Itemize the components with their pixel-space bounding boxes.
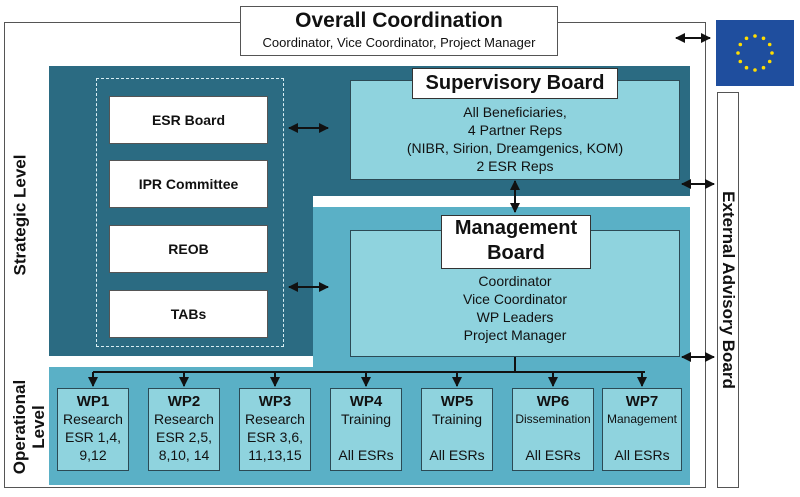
management-board-title-line1: Management (454, 217, 578, 239)
wp-line: 8,10, 14 (158, 447, 210, 463)
management-line: Vice Coordinator (462, 291, 568, 307)
eu-star (767, 42, 772, 47)
wp7-box: WP7 Management All ESRs (602, 388, 682, 471)
eu-star (738, 42, 743, 47)
wp-line: Research (63, 411, 123, 427)
wp5-box: WP5 Training All ESRs (421, 388, 493, 471)
wp6-box: WP6 Dissemination All ESRs (512, 388, 594, 471)
wp4-box: WP4 Training All ESRs (330, 388, 402, 471)
wp-title: WP1 (76, 393, 110, 410)
wp-title: WP2 (167, 393, 201, 410)
management-line: Coordinator (478, 273, 552, 289)
external-advisory-board: External Advisory Board (717, 92, 739, 488)
wp-line: Training (431, 411, 483, 427)
supervisory-line: All Beneficiaries, (463, 104, 567, 120)
tabs-box: TABs (109, 290, 268, 338)
wp-line: Research (154, 411, 214, 427)
wp-line: ESR 3,6, (246, 429, 304, 445)
eu-flag-icon (716, 20, 794, 86)
management-board-title-line2: Board (487, 242, 545, 264)
wp-line: Research (245, 411, 305, 427)
wp-line: Training (340, 411, 392, 427)
wp-line: All ESRs (525, 447, 581, 463)
management-line: Project Manager (463, 327, 567, 343)
eu-star (767, 59, 772, 64)
eu-star (753, 68, 757, 72)
supervisory-line: 2 ESR Reps (476, 158, 554, 174)
wp-line: All ESRs (429, 447, 485, 463)
wp2-box: WP2 Research ESR 2,5, 8,10, 14 (148, 388, 220, 471)
wp-title: WP6 (536, 393, 570, 410)
management-line: WP Leaders (476, 309, 554, 325)
management-board-title: Management Board (441, 215, 591, 269)
eu-star (744, 65, 749, 70)
wp-line: 11,13,15 (248, 447, 302, 463)
wp-line: Management (606, 412, 678, 426)
eu-star (738, 59, 743, 64)
wp1-box: WP1 Research ESR 1,4, 9,12 (57, 388, 129, 471)
supervisory-board-title: Supervisory Board (412, 68, 618, 99)
ipr-committee-box: IPR Committee (109, 160, 268, 208)
wp3-box: WP3 Research ESR 3,6, 11,13,15 (239, 388, 311, 471)
overall-coordination-title: Overall Coordination (295, 9, 503, 32)
eu-star (761, 36, 766, 41)
wp-line: ESR 2,5, (155, 429, 213, 445)
eu-flag-stars (736, 34, 774, 72)
reob-box: REOB (109, 225, 268, 273)
wp-line: All ESRs (614, 447, 670, 463)
esr-board-box: ESR Board (109, 96, 268, 144)
wp-line: 9,12 (79, 447, 107, 463)
eu-star (761, 65, 766, 70)
supervisory-board-members: All Beneficiaries, 4 Partner Reps (NIBR,… (350, 103, 680, 175)
supervisory-line: (NIBR, Sirion, Dreamgenics, KOM) (406, 140, 624, 156)
eu-star (744, 36, 749, 41)
eu-star (753, 34, 757, 38)
eu-star (770, 51, 774, 55)
eu-star (736, 51, 740, 55)
overall-coordination-subtitle: Coordinator, Vice Coordinator, Project M… (262, 35, 536, 50)
wp-title: WP3 (258, 393, 292, 410)
overall-coordination-box: Overall Coordination Coordinator, Vice C… (240, 6, 558, 56)
wp-line: All ESRs (338, 447, 394, 463)
wp-title: WP4 (349, 393, 383, 410)
wp-line: Dissemination (515, 412, 591, 426)
supervisory-line: 4 Partner Reps (467, 122, 563, 138)
management-board-members: Coordinator Vice Coordinator WP Leaders … (350, 272, 680, 344)
strategic-committees-group (96, 78, 284, 347)
wp-title: WP5 (440, 393, 474, 410)
wp-title: WP7 (625, 393, 659, 410)
wp-line: ESR 1,4, (64, 429, 122, 445)
